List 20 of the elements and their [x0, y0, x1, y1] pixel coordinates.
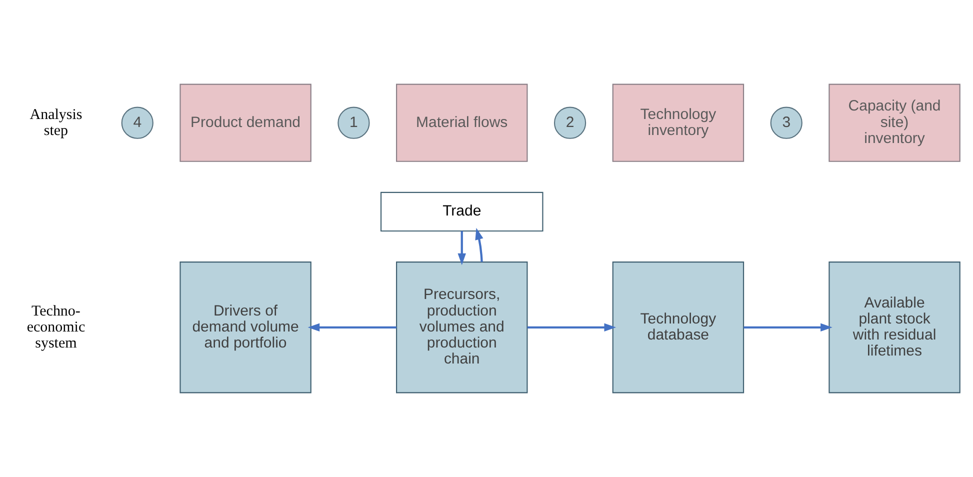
node-circle: 4 [121, 106, 154, 139]
node-box: Product demand [180, 84, 312, 162]
node-box: Technology database [612, 262, 744, 394]
node-box: Technology inventory [612, 84, 744, 162]
node-box: Material flows [396, 84, 528, 162]
arrow [475, 228, 484, 262]
arrow [527, 323, 616, 332]
node-box: Drivers of demand volume and portfolio [180, 262, 312, 394]
node-box: Capacity (and site) inventory [828, 84, 960, 162]
label: Techno- economic system [26, 303, 86, 352]
node-circle: 1 [338, 106, 370, 139]
node-box: Trade [380, 192, 544, 232]
arrow [308, 323, 396, 332]
arrow [458, 231, 466, 266]
node-circle: 2 [554, 106, 586, 139]
node-circle: 3 [770, 106, 802, 139]
node-box: Available plant stock with residual lifetimes [828, 262, 960, 394]
label: Analysis step [30, 106, 82, 139]
node-box: Precursors, production volumes and production chain [396, 262, 528, 394]
arrow [744, 323, 832, 332]
